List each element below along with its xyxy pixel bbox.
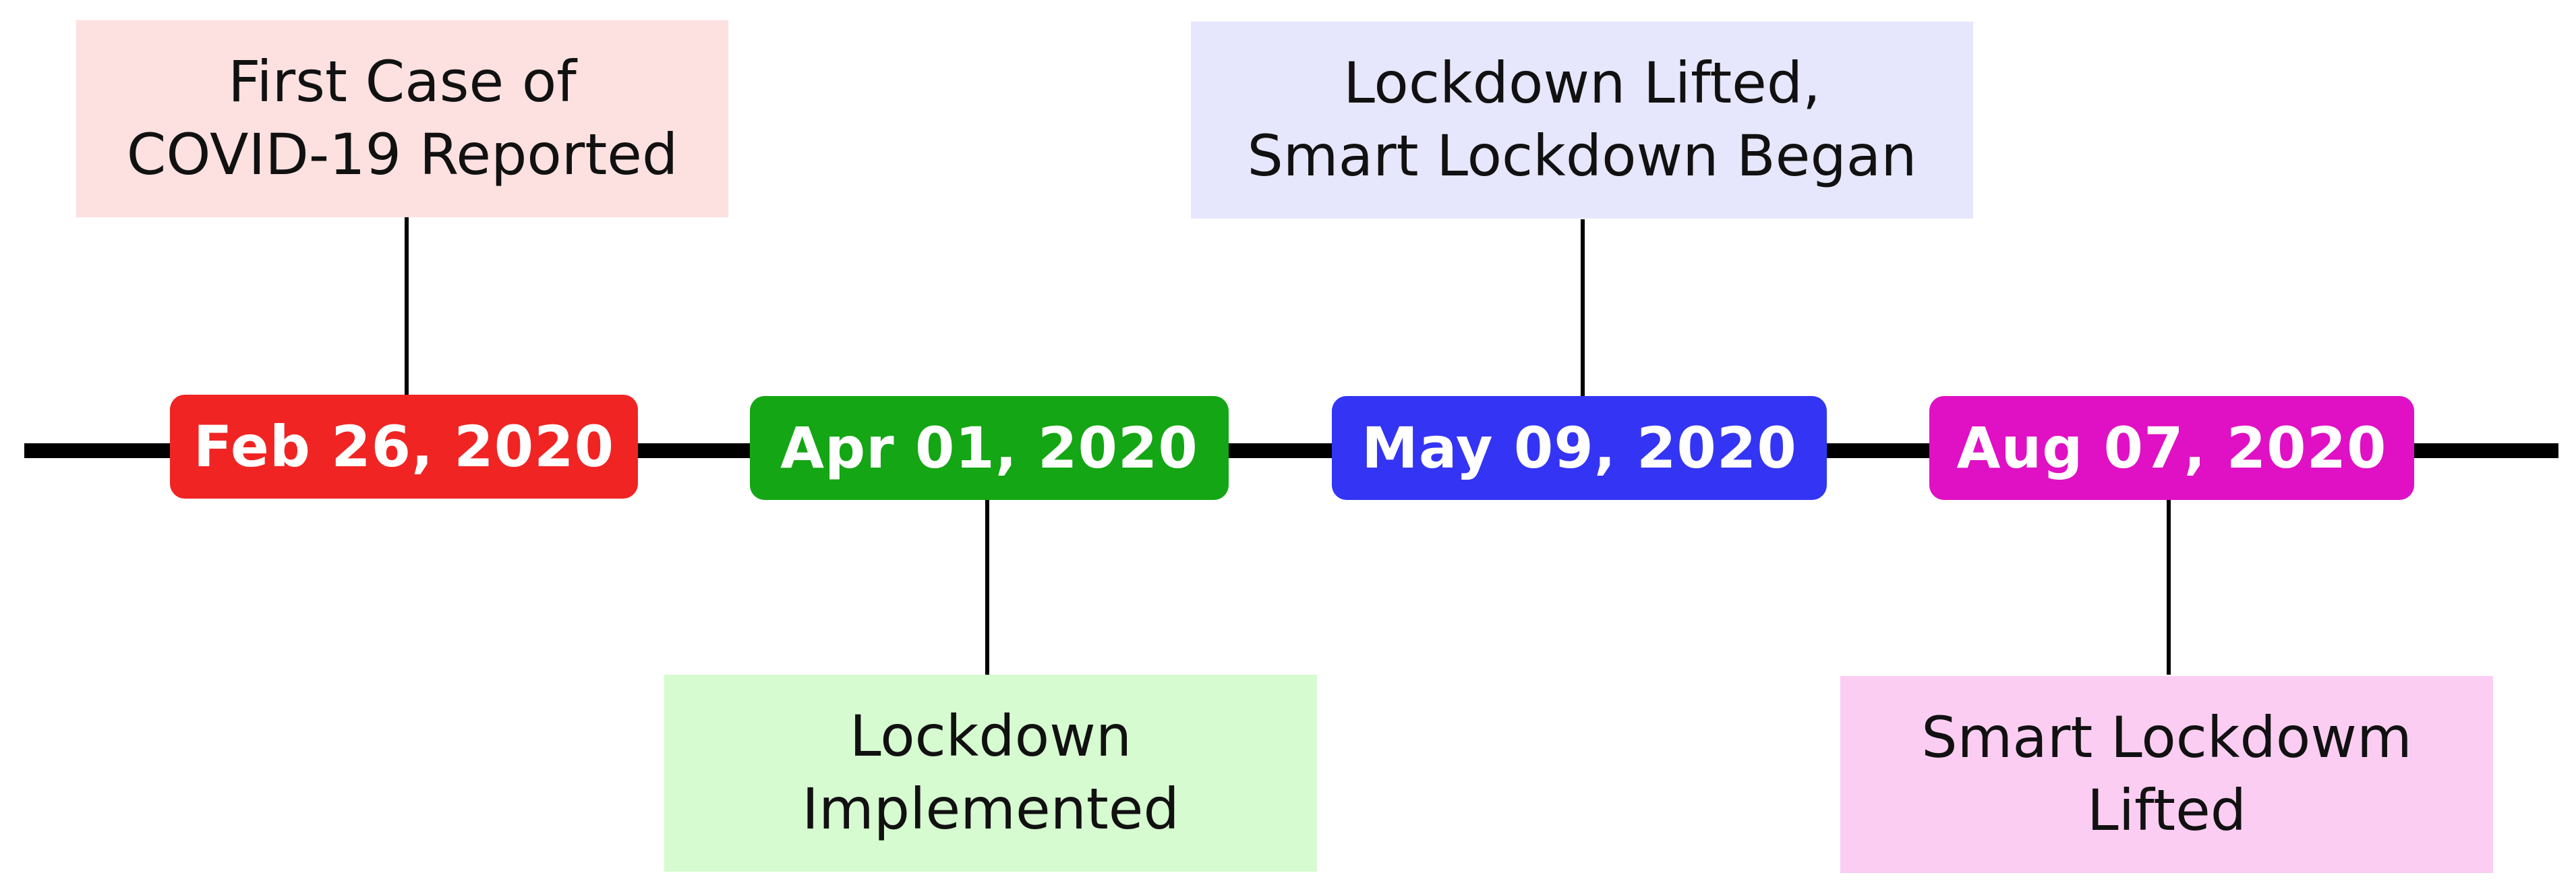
connector-feb	[405, 216, 409, 398]
event-label-may: Lockdown Lifted, Smart Lockdown Began	[1191, 22, 1973, 219]
date-badge-feb: Feb 26, 2020	[170, 395, 638, 499]
connector-apr	[985, 496, 989, 675]
event-label-feb: First Case of COVID-19 Reported	[76, 20, 728, 217]
event-label-apr-line-1: Lockdown	[849, 703, 1132, 770]
date-badge-aug: Aug 07, 2020	[1929, 396, 2414, 500]
date-badge-apr: Apr 01, 2020	[750, 396, 1229, 500]
event-label-aug: Smart Lockdowm Lifted	[1840, 676, 2493, 873]
date-badge-may: May 09, 2020	[1332, 396, 1827, 500]
event-label-apr: Lockdown Implemented	[664, 675, 1317, 872]
event-label-may-line-2: Smart Lockdown Began	[1247, 123, 1917, 189]
event-label-aug-line-2: Lifted	[2086, 777, 2247, 843]
connector-may	[1581, 219, 1585, 398]
event-label-aug-line-1: Smart Lockdowm	[1921, 704, 2412, 771]
timeline-axis	[24, 443, 2558, 458]
event-label-apr-line-2: Implemented	[802, 776, 1179, 842]
connector-aug	[2167, 496, 2171, 675]
event-label-feb-line-1: First Case of	[228, 49, 577, 115]
event-label-may-line-1: Lockdown Lifted,	[1343, 50, 1821, 117]
event-label-feb-line-2: COVID-19 Reported	[126, 121, 678, 188]
